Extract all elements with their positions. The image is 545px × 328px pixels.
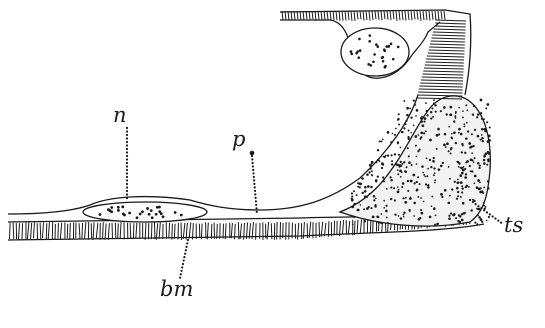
label-ts: ts	[504, 213, 523, 237]
label-bm: bm	[160, 277, 193, 301]
flat-epithelium	[8, 95, 418, 214]
label-p: p	[232, 127, 245, 151]
duct-nucleus	[341, 28, 409, 76]
tissue-mass-ts	[340, 96, 491, 226]
label-n: n	[113, 103, 127, 127]
nucleus-n	[83, 202, 207, 222]
